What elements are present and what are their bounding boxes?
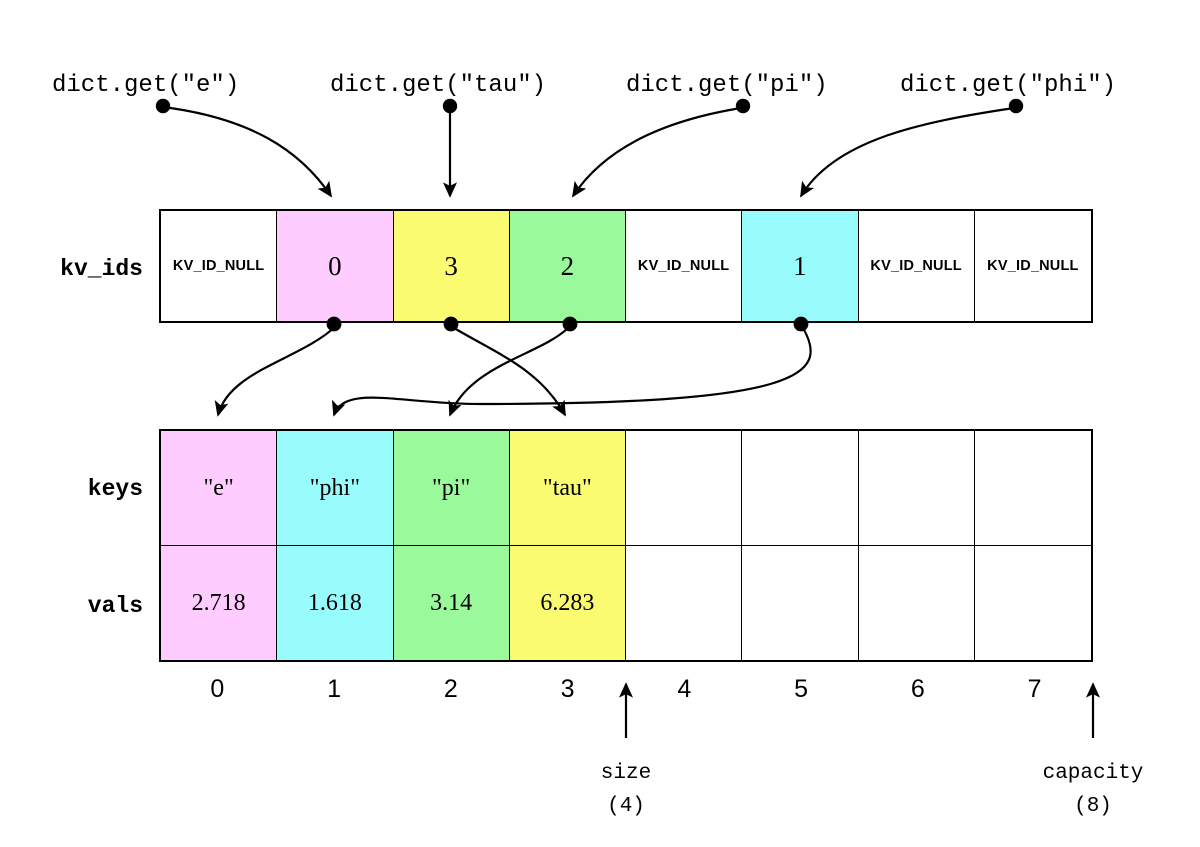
kv-ids-cell-3-text: 2: [560, 250, 575, 281]
vals-cell-6: [858, 546, 975, 660]
kv-ids-cell-4: KV_ID_NULL: [626, 211, 743, 321]
keys-cell-7: [974, 431, 1091, 545]
kv-ids-array: KV_ID_NULL 0 3 2 KV_ID_NULL 1 KV_ID_NULL KV_ID_…: [159, 209, 1093, 323]
size-marker-value: (4): [607, 795, 645, 818]
keys-cell-5: [742, 431, 859, 545]
index-label-5: 5: [794, 675, 809, 703]
call-label-tau: dict.get("tau"): [330, 72, 547, 99]
vals-cell-7: [974, 546, 1091, 660]
arrow-kv5-to-keys1: [331, 316, 812, 417]
keys-cell-2-text: "pi": [431, 474, 471, 501]
index-label-3: 3: [560, 675, 575, 703]
kv-ids-cell-6: KV_ID_NULL: [858, 211, 975, 321]
keys-array: "e" "phi" "pi" "tau": [159, 429, 1093, 546]
kv-ids-cell-6-text: KV_ID_NULL: [870, 258, 962, 274]
vals-cell-3-text: 6.283: [540, 589, 595, 616]
index-label-2: 2: [443, 675, 458, 703]
index-label-4: 4: [677, 675, 692, 703]
vals-cell-3: 6.283: [509, 546, 626, 660]
arrow-kv2-to-keys3: [443, 316, 566, 417]
arrow-call-tau: [442, 98, 458, 198]
row-label-vals: vals: [87, 593, 143, 619]
arrow-kv3-to-keys2: [448, 316, 578, 417]
vals-cell-1-text: 1.618: [307, 589, 362, 616]
keys-cell-4: [626, 431, 743, 545]
vals-cell-4: [626, 546, 743, 660]
call-label-phi: dict.get("phi"): [900, 72, 1117, 99]
size-marker-label: size: [600, 762, 652, 785]
kv-ids-cell-0: KV_ID_NULL: [161, 211, 278, 321]
keys-cell-3: "tau": [509, 431, 626, 545]
keys-cell-2: "pi": [393, 431, 510, 545]
keys-cell-6: [858, 431, 975, 545]
arrow-kv1-to-keys0: [214, 316, 342, 417]
kv-ids-cell-4-text: KV_ID_NULL: [637, 258, 730, 274]
vals-cell-5: [742, 546, 859, 660]
kv-ids-cell-1: 0: [277, 211, 394, 321]
kv-ids-cell-5-text: 1: [793, 250, 807, 281]
vals-cell-2-text: 3.14: [430, 589, 473, 616]
vals-cell-0: 2.718: [161, 546, 278, 660]
keys-cell-3-text: "tau": [542, 474, 592, 501]
vals-cell-0-text: 2.718: [191, 589, 246, 616]
index-label-7: 7: [1027, 675, 1042, 703]
kv-ids-cell-2: 3: [393, 211, 510, 321]
keys-cell-1-text: "phi": [309, 474, 360, 501]
kv-ids-cell-1-text: 0: [328, 250, 342, 281]
kv-ids-cell-7-text: KV_ID_NULL: [987, 258, 1079, 274]
arrow-call-phi: [800, 98, 1024, 198]
vals-cell-1: 1.618: [277, 546, 394, 660]
arrow-call-pi: [572, 98, 751, 198]
index-label-1: 1: [327, 675, 342, 703]
call-label-pi: dict.get("pi"): [626, 72, 828, 99]
row-label-kv-ids: kv_ids: [60, 256, 143, 282]
vals-cell-2: 3.14: [393, 546, 510, 660]
call-label-e: dict.get("e"): [52, 72, 240, 99]
keys-cell-1: "phi": [277, 431, 394, 545]
row-label-keys: keys: [87, 476, 143, 502]
keys-cell-0-text: "e": [203, 474, 234, 501]
kv-ids-cell-5: 1: [742, 211, 859, 321]
kv-ids-cell-2-text: 3: [444, 250, 458, 281]
index-label-0: 0: [210, 675, 225, 703]
capacity-marker-label: capacity: [1042, 762, 1144, 785]
keys-cell-0: "e": [161, 431, 278, 545]
kv-ids-cell-7: KV_ID_NULL: [974, 211, 1091, 321]
kv-ids-cell-0-text: KV_ID_NULL: [172, 258, 265, 274]
arrow-call-e: [155, 98, 332, 198]
vals-array: 2.718 1.618 3.14 6.283: [159, 546, 1093, 662]
index-label-6: 6: [910, 675, 925, 703]
capacity-marker-value: (8): [1074, 795, 1112, 818]
kv-ids-cell-3: 2: [509, 211, 626, 321]
